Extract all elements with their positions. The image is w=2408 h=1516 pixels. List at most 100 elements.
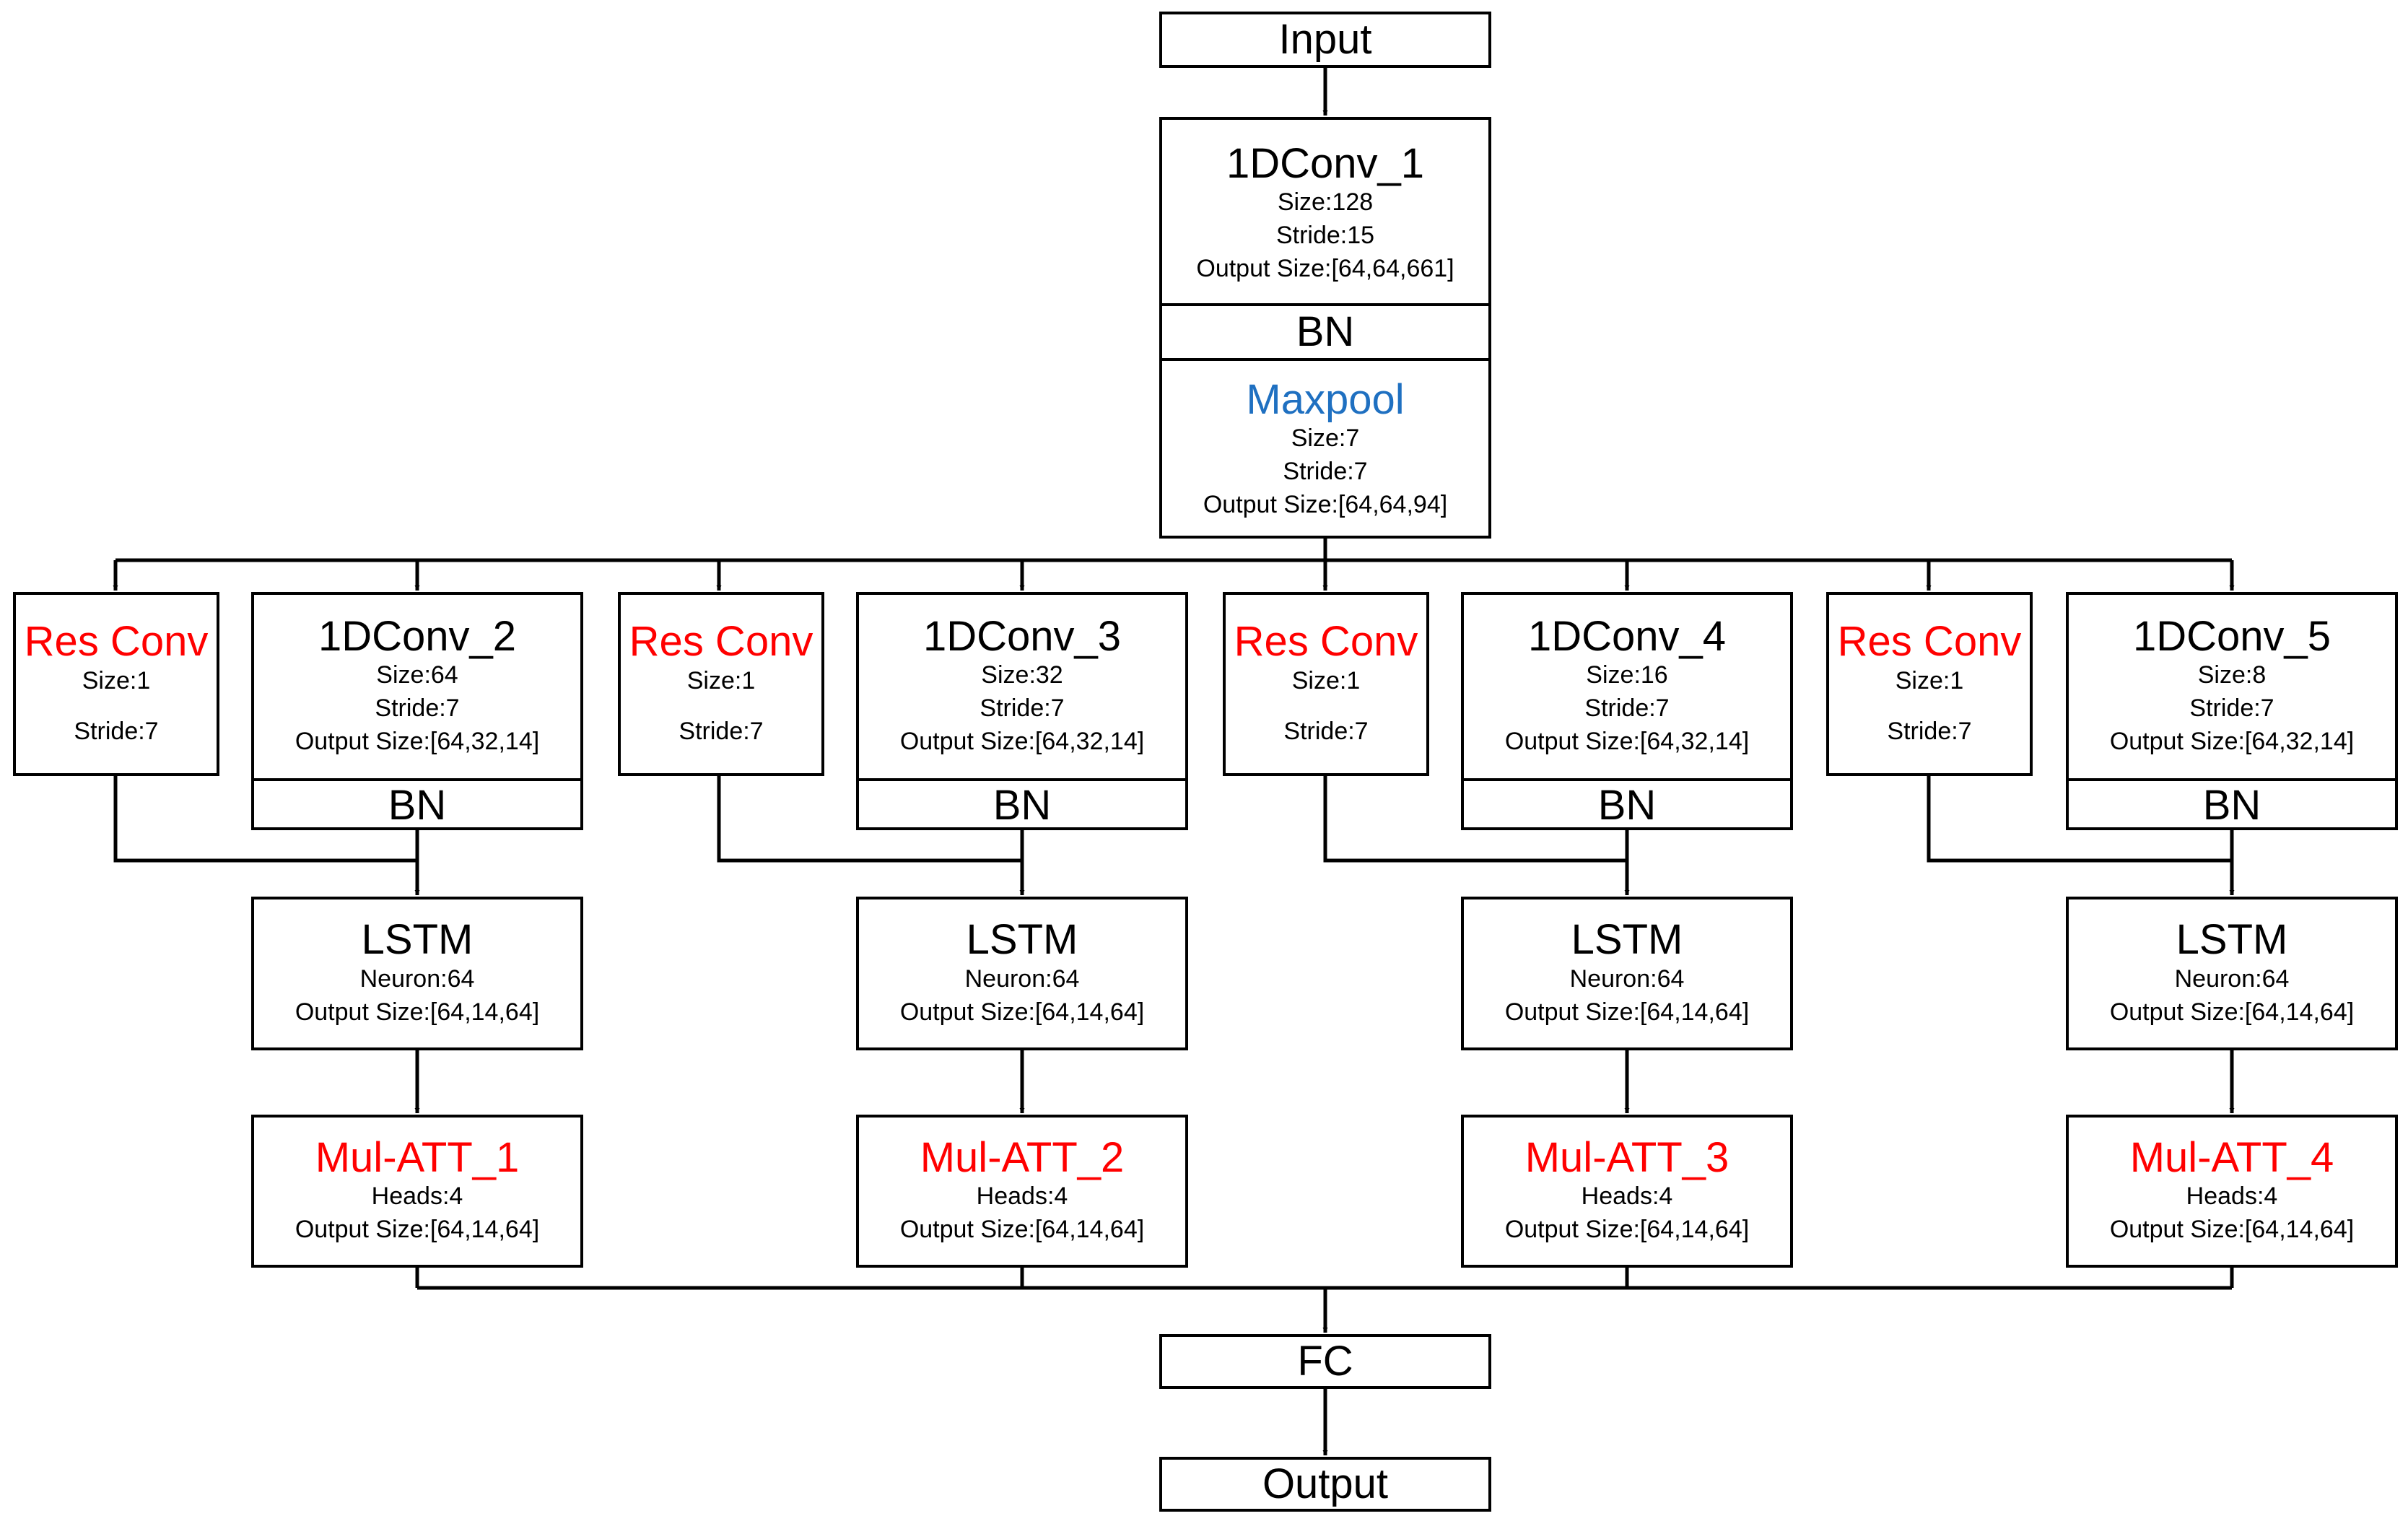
maxpool-size: Size:7 — [1291, 424, 1360, 453]
att-heads-1: Heads:4 — [371, 1182, 463, 1211]
att-output-2: Output Size:[64,14,64] — [899, 1216, 1145, 1244]
lstm-title-2: LSTM — [966, 916, 1078, 964]
lstm-box-1: LSTM Neuron:64 Output Size:[64,14,64] — [251, 897, 583, 1050]
res-conv-size-1: Size:1 — [82, 666, 151, 694]
att-title-1: Mul-ATT_1 — [315, 1133, 520, 1181]
bn-label-4: BN — [1597, 781, 1657, 829]
conv-title-2: 1DConv_2 — [318, 612, 517, 660]
att-heads-4: Heads:4 — [2186, 1182, 2278, 1211]
conv-stride-5: Stride:7 — [2189, 694, 2274, 723]
conv-output-4: Output Size:[64,32,14] — [1504, 728, 1750, 756]
att-box-3: Mul-ATT_3 Heads:4 Output Size:[64,14,64] — [1461, 1115, 1793, 1268]
conv-title-3: 1DConv_3 — [922, 612, 1122, 660]
res-conv-box-3: Res Conv Size:1 Stride:7 — [1223, 592, 1429, 776]
res-merge-line-4 — [1927, 776, 2232, 863]
res-conv-stride-2: Stride:7 — [679, 717, 764, 745]
res-conv-title-2: Res Conv — [629, 618, 813, 666]
output-label: Output — [1262, 1460, 1389, 1507]
res-conv-stride-1: Stride:7 — [74, 717, 159, 745]
res-conv-size-2: Size:1 — [686, 666, 756, 694]
att-box-1: Mul-ATT_1 Heads:4 Output Size:[64,14,64] — [251, 1115, 583, 1268]
lstm-neuron-4: Neuron:64 — [2174, 964, 2290, 993]
input-label: Input — [1278, 15, 1372, 63]
bn-label-5: BN — [2202, 781, 2261, 829]
bn-label-2: BN — [388, 781, 447, 829]
conv-output-5: Output Size:[64,32,14] — [2109, 728, 2355, 756]
att-output-1: Output Size:[64,14,64] — [295, 1216, 540, 1244]
conv1-block: 1DConv_1 Size:128 Stride:15 Output Size:… — [1162, 120, 1488, 303]
bn-block-2: BN — [254, 778, 580, 830]
conv-stride-2: Stride:7 — [375, 694, 460, 723]
conv-output-2: Output Size:[64,32,14] — [295, 728, 540, 756]
conv-size-3: Size:32 — [981, 661, 1063, 689]
att-output-3: Output Size:[64,14,64] — [1504, 1216, 1750, 1244]
res-conv-box-4: Res Conv Size:1 Stride:7 — [1826, 592, 2033, 776]
output-box: Output — [1159, 1457, 1491, 1512]
bn-block-3: BN — [859, 778, 1185, 830]
att-output-4: Output Size:[64,14,64] — [2109, 1216, 2355, 1244]
res-conv-box-2: Res Conv Size:1 Stride:7 — [618, 592, 824, 776]
res-conv-title-1: Res Conv — [24, 618, 209, 666]
res-merge-line-1 — [113, 776, 417, 863]
conv-size-5: Size:8 — [2197, 661, 2267, 689]
maxpool-block: Maxpool Size:7 Stride:7 Output Size:[64,… — [1162, 358, 1488, 536]
conv-stack-5: 1DConv_5 Size:8 Stride:7 Output Size:[64… — [2066, 592, 2398, 830]
conv1-size: Size:128 — [1277, 188, 1374, 217]
conv-stack-2: 1DConv_2 Size:64 Stride:7 Output Size:[6… — [251, 592, 583, 830]
lstm-title-3: LSTM — [1571, 916, 1683, 964]
res-conv-title-3: Res Conv — [1234, 618, 1418, 666]
conv-block-4: 1DConv_4 Size:16 Stride:7 Output Size:[6… — [1464, 595, 1790, 778]
att-heads-3: Heads:4 — [1581, 1182, 1673, 1211]
conv-stride-4: Stride:7 — [1584, 694, 1670, 723]
maxpool-title: Maxpool — [1246, 375, 1405, 423]
conv-title-4: 1DConv_4 — [1527, 612, 1727, 660]
lstm-box-2: LSTM Neuron:64 Output Size:[64,14,64] — [856, 897, 1188, 1050]
conv-block-3: 1DConv_3 Size:32 Stride:7 Output Size:[6… — [859, 595, 1185, 778]
fc-label: FC — [1297, 1337, 1353, 1385]
conv-stack-3: 1DConv_3 Size:32 Stride:7 Output Size:[6… — [856, 592, 1188, 830]
lstm-box-4: LSTM Neuron:64 Output Size:[64,14,64] — [2066, 897, 2398, 1050]
res-merge-line-2 — [717, 776, 1022, 863]
conv-stride-3: Stride:7 — [980, 694, 1065, 723]
conv1-bn-block: BN — [1162, 303, 1488, 358]
res-conv-box-1: Res Conv Size:1 Stride:7 — [13, 592, 219, 776]
att-heads-2: Heads:4 — [976, 1182, 1068, 1211]
res-conv-size-3: Size:1 — [1291, 666, 1361, 694]
conv1-title: 1DConv_1 — [1226, 139, 1425, 187]
lstm-box-3: LSTM Neuron:64 Output Size:[64,14,64] — [1461, 897, 1793, 1050]
conv-size-4: Size:16 — [1586, 661, 1668, 689]
lstm-output-3: Output Size:[64,14,64] — [1504, 998, 1750, 1026]
res-conv-size-4: Size:1 — [1895, 666, 1964, 694]
att-title-4: Mul-ATT_4 — [2129, 1133, 2334, 1181]
conv-stack-4: 1DConv_4 Size:16 Stride:7 Output Size:[6… — [1461, 592, 1793, 830]
lstm-title-1: LSTM — [361, 916, 474, 964]
att-box-2: Mul-ATT_2 Heads:4 Output Size:[64,14,64] — [856, 1115, 1188, 1268]
conv1-bn: BN — [1296, 308, 1355, 355]
bn-block-5: BN — [2069, 778, 2395, 830]
lstm-output-2: Output Size:[64,14,64] — [899, 998, 1145, 1026]
bn-label-3: BN — [993, 781, 1052, 829]
input-box: Input — [1159, 12, 1491, 68]
lstm-neuron-3: Neuron:64 — [1569, 964, 1685, 993]
bn-block-4: BN — [1464, 778, 1790, 830]
lstm-neuron-2: Neuron:64 — [964, 964, 1080, 993]
res-conv-stride-4: Stride:7 — [1887, 717, 1972, 745]
conv1-stack: 1DConv_1 Size:128 Stride:15 Output Size:… — [1159, 117, 1491, 539]
conv1-stride: Stride:15 — [1275, 222, 1375, 250]
res-merge-line-3 — [1323, 776, 1627, 863]
att-title-2: Mul-ATT_2 — [920, 1133, 1125, 1181]
conv-title-5: 1DConv_5 — [2132, 612, 2331, 660]
fc-box: FC — [1159, 1334, 1491, 1389]
conv-size-2: Size:64 — [376, 661, 458, 689]
lstm-output-1: Output Size:[64,14,64] — [295, 998, 540, 1026]
conv-block-5: 1DConv_5 Size:8 Stride:7 Output Size:[64… — [2069, 595, 2395, 778]
maxpool-output: Output Size:[64,64,94] — [1203, 491, 1448, 519]
conv-output-3: Output Size:[64,32,14] — [899, 728, 1145, 756]
lstm-neuron-1: Neuron:64 — [359, 964, 475, 993]
lstm-title-4: LSTM — [2176, 916, 2288, 964]
att-title-3: Mul-ATT_3 — [1524, 1133, 1729, 1181]
maxpool-stride: Stride:7 — [1283, 458, 1368, 486]
att-box-4: Mul-ATT_4 Heads:4 Output Size:[64,14,64] — [2066, 1115, 2398, 1268]
